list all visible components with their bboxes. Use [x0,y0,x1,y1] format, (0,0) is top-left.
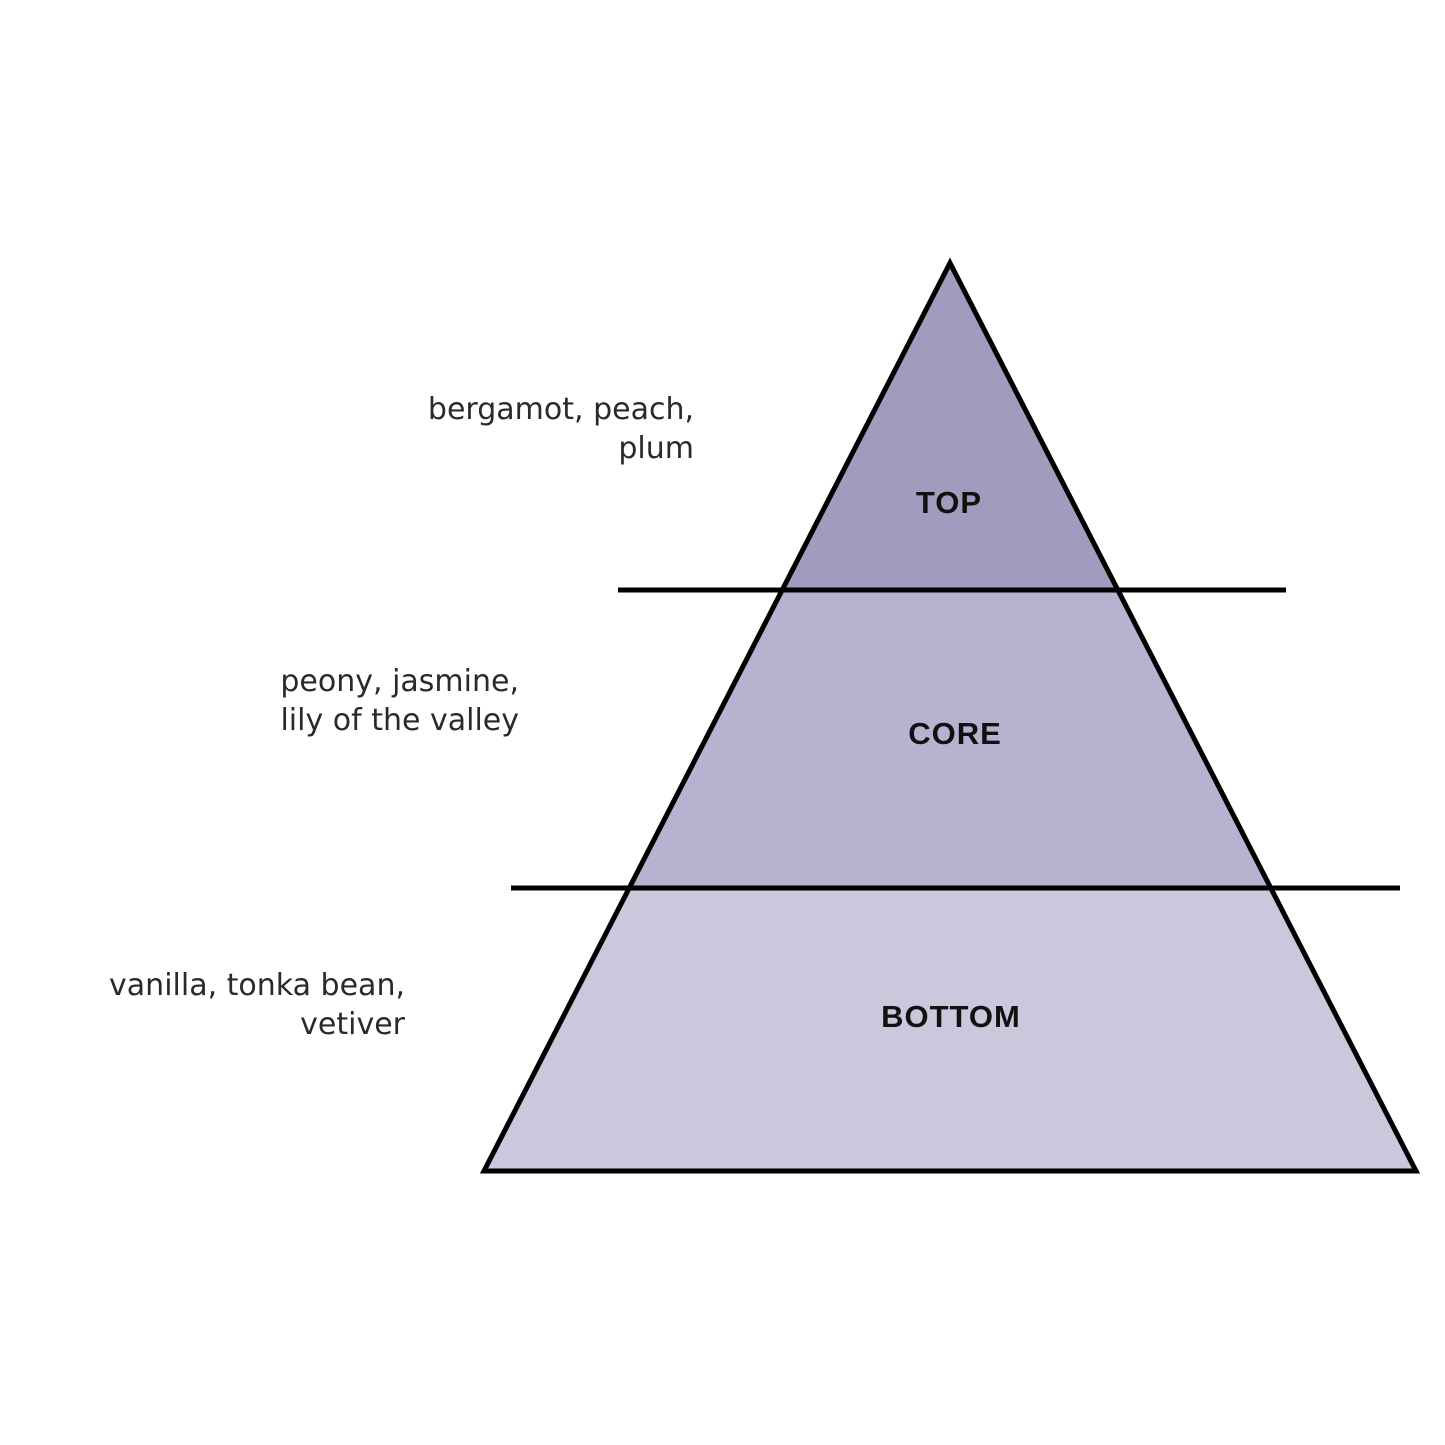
tier-top-fill [782,263,1117,590]
tier-top-label: TOP [916,485,982,520]
tier-core-note-line-2: lily of the valley [280,703,519,738]
pyramid-outline [479,257,1421,1174]
tier-top-notes: bergamot, peach, plum [428,392,694,466]
tier-bottom-label: BOTTOM [881,999,1021,1034]
tier-bottom-note-line-1: vanilla, tonka bean, [109,968,405,1003]
tier-top-note-line-2: plum [618,431,694,466]
tier-bottom-note-line-2: vetiver [300,1007,406,1042]
tier-bottom-fill [484,888,1416,1171]
tier-core-fill [629,590,1270,888]
tier-bottom-notes: vanilla, tonka bean, vetiver [109,968,406,1042]
tier-core-label: CORE [908,716,1002,751]
tier-top-note-line-1: bergamot, peach, [428,392,694,427]
tier-core-notes: peony, jasmine, lily of the valley [280,664,519,738]
tier-core-note-line-1: peony, jasmine, [280,664,519,699]
